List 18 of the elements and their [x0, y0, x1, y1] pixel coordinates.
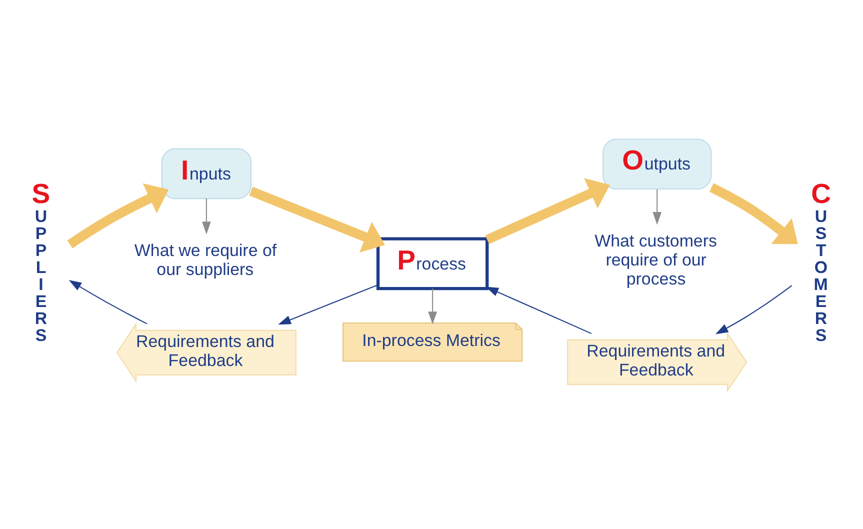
node-box: Inputs	[161, 148, 252, 199]
arrow	[485, 178, 610, 244]
node-box: Process	[376, 236, 489, 290]
arrow	[249, 186, 386, 252]
arrow	[202, 198, 211, 234]
arrow	[278, 284, 378, 324]
node-text: CUSTOMERS	[811, 178, 832, 344]
node-text: What customers require of our process	[594, 231, 717, 288]
arrow	[67, 182, 169, 248]
arrow	[486, 286, 592, 334]
arrow	[652, 188, 662, 224]
node-text: SUPPLIERS	[32, 178, 50, 344]
arrow	[68, 280, 148, 324]
arrow	[715, 284, 792, 334]
arrow	[709, 182, 798, 244]
node-box: Outputs	[602, 138, 712, 190]
node-text: What we require of our suppliers	[134, 240, 277, 279]
arrow	[428, 288, 438, 324]
